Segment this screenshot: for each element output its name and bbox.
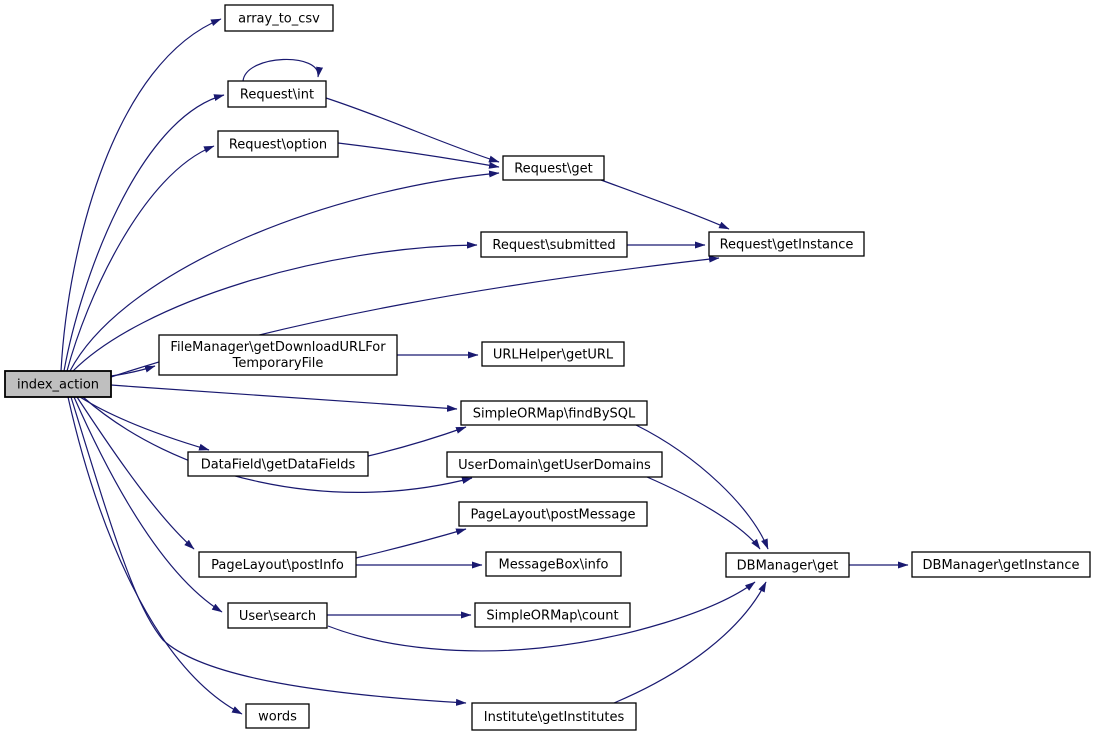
edge-user-search-to-dbmanager-get	[327, 581, 756, 652]
node-request-int[interactable]: Request\int	[227, 80, 327, 108]
edge-simpleormap-findbysql-to-dbmanager-get	[635, 424, 769, 550]
node-request-get[interactable]: Request\get	[502, 155, 605, 181]
node-label-line2: TemporaryFile	[232, 356, 324, 371]
edge-datafield-to-simpleormap-findbysql	[367, 426, 467, 457]
node-box	[460, 400, 648, 426]
node-label: SimpleORMap\count	[486, 609, 618, 624]
node-box	[911, 551, 1091, 578]
node-messagebox-info[interactable]: MessageBox\info	[485, 551, 622, 577]
edge-index-action-to-datafield-getdatafields	[79, 396, 210, 451]
node-box	[725, 552, 850, 578]
edge-index-action-to-request-get	[69, 170, 500, 372]
node-label: Request\int	[240, 88, 314, 103]
node-label: DataField\getDataFields	[201, 458, 356, 473]
node-label: DBManager\get	[737, 559, 839, 574]
node-label: MessageBox\info	[499, 558, 609, 573]
edge-index-action-to-institute-getinstitutes	[70, 396, 467, 706]
node-label: Request\submitted	[492, 238, 615, 253]
edge-request-option-to-request-get	[337, 142, 500, 169]
edge-index-action-to-request-int	[63, 94, 225, 372]
node-box	[224, 4, 334, 32]
node-userdomain-getuserdomains[interactable]: UserDomain\getUserDomains	[446, 451, 663, 478]
node-index-action: index_action	[4, 370, 112, 398]
edge-userdomain-to-dbmanager-get	[646, 476, 761, 550]
edge-index-action-to-pagelayout-postinfo	[76, 396, 195, 550]
node-array-to-csv[interactable]: array_to_csv	[224, 4, 334, 32]
node-box	[4, 370, 112, 398]
edge-institute-to-dbmanager-get	[613, 581, 767, 704]
edge-index-action-to-simpleormap-findbysql	[110, 384, 458, 412]
node-request-submitted[interactable]: Request\submitted	[480, 231, 628, 258]
edge-request-int-self-loop	[242, 58, 324, 82]
node-label: URLHelper\getURL	[493, 348, 614, 363]
node-institute-getinstitutes[interactable]: Institute\getInstitutes	[471, 702, 637, 731]
node-dbmanager-getinstance[interactable]: DBManager\getInstance	[911, 551, 1091, 578]
edge-index-action-to-user-search	[73, 396, 223, 613]
edge-pagelayout-postinfo-to-postmessage	[355, 528, 467, 559]
edge-request-int-to-request-get	[325, 97, 500, 163]
node-words[interactable]: words	[245, 703, 310, 729]
node-datafield-getdatafields[interactable]: DataField\getDataFields	[187, 451, 369, 477]
node-label-line1: FileManager\getDownloadURLFor	[170, 340, 386, 355]
node-filemanager-getdownloadurlfortemporaryfile[interactable]: FileManager\getDownloadURLFor TemporaryF…	[158, 334, 398, 376]
edge-index-action-to-words	[67, 396, 243, 715]
node-label: UserDomain\getUserDomains	[458, 458, 651, 473]
node-label: PageLayout\postInfo	[211, 558, 344, 573]
node-label: SimpleORMap\findBySQL	[473, 407, 636, 422]
node-box	[446, 451, 663, 478]
node-label: index_action	[17, 378, 99, 393]
edge-index-action-to-filemanager	[110, 365, 156, 377]
node-label: Institute\getInstitutes	[484, 710, 625, 725]
node-box	[481, 341, 625, 367]
edge-index-action-to-request-submitted	[72, 241, 478, 372]
node-box	[480, 231, 628, 258]
node-box	[502, 155, 605, 181]
node-dbmanager-get[interactable]: DBManager\get	[725, 552, 850, 578]
node-pagelayout-postinfo[interactable]: PageLayout\postInfo	[198, 551, 357, 578]
node-simpleormap-findbysql[interactable]: SimpleORMap\findBySQL	[460, 400, 648, 426]
node-box	[227, 602, 328, 629]
node-box	[245, 703, 310, 729]
node-label: Request\getInstance	[720, 238, 854, 253]
node-box	[217, 130, 339, 158]
node-box	[471, 702, 637, 731]
node-box	[458, 501, 648, 527]
node-label: array_to_csv	[238, 12, 320, 27]
node-simpleormap-count[interactable]: SimpleORMap\count	[474, 602, 631, 628]
node-label: Request\option	[229, 138, 327, 153]
edge-request-get-to-request-getinstance	[600, 179, 730, 230]
node-urlhelper-geturl[interactable]: URLHelper\getURL	[481, 341, 625, 367]
node-box	[198, 551, 357, 578]
edge-index-action-to-request-option	[66, 145, 215, 372]
node-label: Request\get	[514, 162, 593, 177]
node-label: words	[258, 710, 297, 725]
nodes-layer: array_to_csv Request\int Request\option …	[4, 4, 1091, 731]
node-request-option[interactable]: Request\option	[217, 130, 339, 158]
node-box	[158, 334, 398, 376]
node-user-search[interactable]: User\search	[227, 602, 328, 629]
node-label: PageLayout\postMessage	[470, 508, 635, 523]
node-request-getinstance[interactable]: Request\getInstance	[708, 231, 865, 257]
node-pagelayout-postmessage[interactable]: PageLayout\postMessage	[458, 501, 648, 527]
node-box	[708, 231, 865, 257]
node-label: DBManager\getInstance	[923, 558, 1080, 573]
edge-index-action-to-userdomain-getuserdomains	[82, 396, 473, 493]
node-box	[485, 551, 622, 577]
node-box	[474, 602, 631, 628]
node-box	[227, 80, 327, 108]
edge-index-action-to-array-to-csv	[60, 18, 222, 372]
node-box	[187, 451, 369, 477]
node-label: User\search	[239, 609, 316, 624]
